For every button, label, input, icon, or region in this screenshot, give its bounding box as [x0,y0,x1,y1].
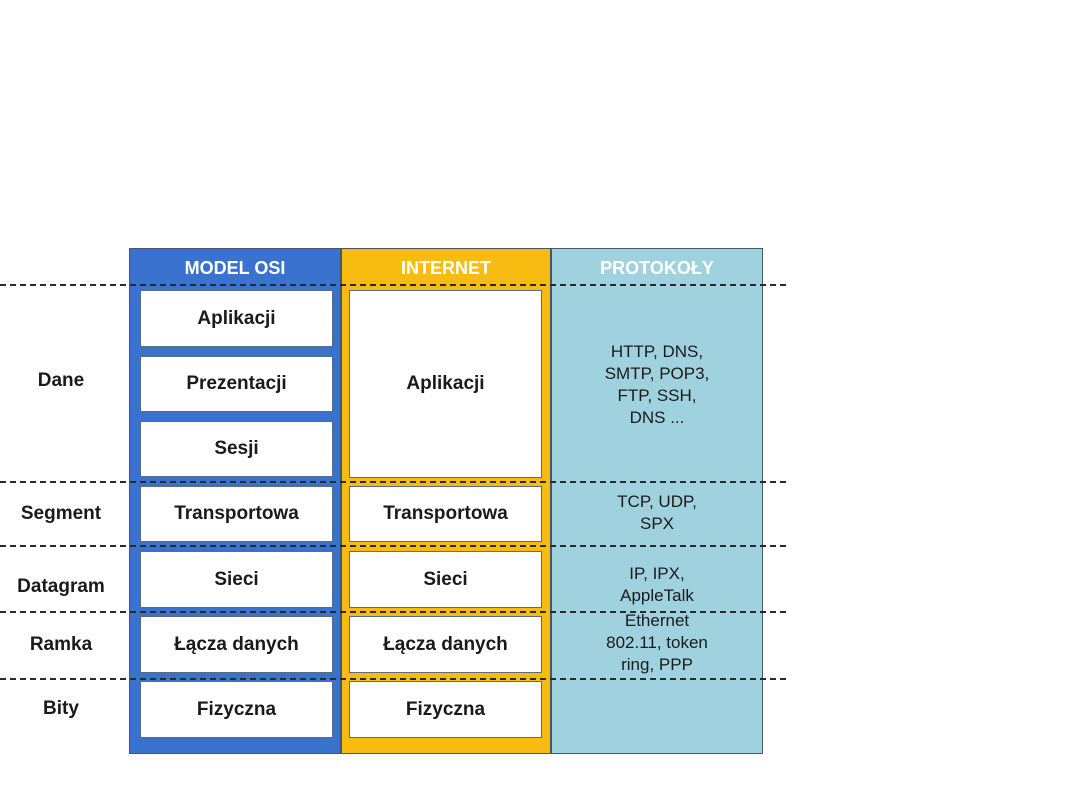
protocol-line: AppleTalk [620,586,694,605]
protocols-application-text: HTTP, DNS, SMTP, POP3, FTP, SSH, DNS ... [551,341,763,429]
internet-layer-transport: Transportowa [349,486,542,542]
separator-line [0,284,786,286]
protocols-data-link-text: Ethernet 802.11, token ring, PPP [551,610,763,676]
protocol-line: DNS ... [629,408,685,427]
protocol-line: Ethernet [624,611,690,630]
protocols-transport-text: TCP, UDP, SPX [551,491,763,535]
osi-header: MODEL OSI [184,258,286,278]
protocol-line: SMTP, POP3, [604,364,710,383]
protocol-line: IP, IPX, [629,564,685,583]
internet-layer-application: Aplikacji [349,290,542,478]
osi-layer-transport: Transportowa [140,486,333,542]
protocol-line: ring, PPP [621,655,693,674]
osi-layer-physical: Fizyczna [140,681,333,738]
separator-line [0,481,786,483]
internet-layer-data-link: Łącza danych [349,616,542,673]
protocol-line: TCP, UDP, [617,492,697,511]
protocols-header: PROTOKOŁY [600,258,714,278]
unit-label-frame: Ramka [29,634,93,655]
unit-label-segment: Segment [20,503,102,524]
protocols-column [551,248,763,754]
osi-layer-session: Sesji [140,421,333,477]
osi-layer-presentation: Prezentacji [140,356,333,412]
separator-line [0,678,786,680]
osi-layer-network: Sieci [140,551,333,608]
osi-layer-data-link: Łącza danych [140,616,333,673]
protocol-line: SPX [639,514,675,533]
protocol-line: 802.11, token [606,633,708,652]
unit-label-data: Dane [37,370,85,391]
internet-layer-network: Sieci [349,551,542,608]
separator-line [0,545,786,547]
protocol-line: FTP, SSH, [617,386,697,405]
protocols-network-text: IP, IPX, AppleTalk [551,563,763,607]
internet-header: INTERNET [401,258,491,278]
unit-label-bits: Bity [43,698,79,719]
protocol-line: HTTP, DNS, [610,342,704,361]
osi-layer-application: Aplikacji [140,290,333,347]
separator-line [0,611,786,613]
internet-layer-physical: Fizyczna [349,681,542,738]
unit-label-datagram: Datagram [17,576,105,597]
